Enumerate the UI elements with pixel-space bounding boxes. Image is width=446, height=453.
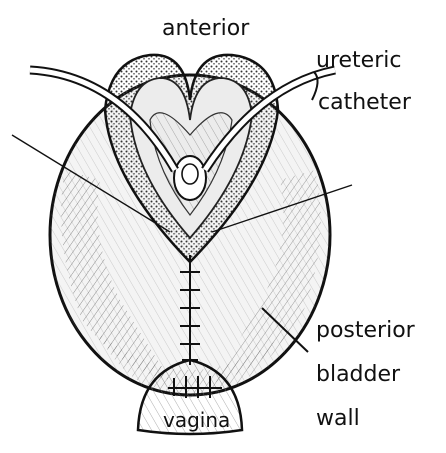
- label-anterior: anterior: [162, 18, 249, 40]
- label-wall: wall: [316, 408, 360, 430]
- label-catheter: catheter: [318, 92, 411, 114]
- label-bladder: bladder: [316, 364, 400, 386]
- label-ureteric: ureteric: [316, 50, 401, 72]
- label-vagina: vagina: [163, 410, 230, 430]
- label-posterior: posterior: [316, 320, 415, 342]
